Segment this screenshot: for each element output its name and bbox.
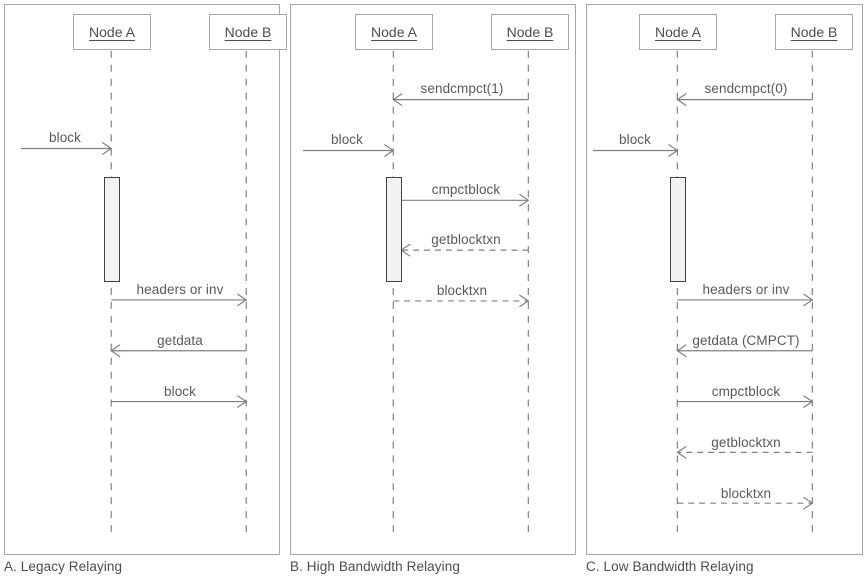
arrowhead-icon bbox=[236, 395, 248, 409]
actor-label: Node A bbox=[89, 24, 135, 40]
message-label: block bbox=[618, 132, 652, 147]
message-label: cmpctblock bbox=[431, 182, 501, 197]
message-arrow bbox=[111, 395, 248, 409]
actor-box-node-a[interactable]: Node A bbox=[639, 14, 717, 50]
actor-box-node-a[interactable]: Node A bbox=[73, 14, 151, 50]
arrowhead-icon bbox=[101, 142, 113, 155]
message-arrow bbox=[20, 142, 113, 155]
message-label: headers or inv bbox=[136, 282, 224, 297]
message-label: sendcmpct(0) bbox=[704, 81, 788, 96]
message-label: block bbox=[330, 132, 364, 147]
message-arrow bbox=[302, 143, 395, 157]
message-label: block bbox=[163, 384, 197, 399]
actor-box-node-b[interactable]: Node B bbox=[775, 14, 853, 50]
arrowhead-icon bbox=[392, 93, 403, 107]
message-label: sendcmpct(1) bbox=[420, 81, 504, 96]
message-arrow bbox=[677, 496, 814, 510]
arrowhead-icon bbox=[519, 193, 530, 207]
message-arrow bbox=[592, 143, 679, 157]
actor-box-node-b[interactable]: Node B bbox=[491, 14, 569, 50]
panel-canvas-a bbox=[20, 50, 248, 537]
message-arrow bbox=[392, 93, 529, 107]
message-arrow bbox=[393, 294, 530, 308]
message-arrow bbox=[111, 293, 248, 307]
message-label: getblocktxn bbox=[711, 435, 781, 450]
actor-label: Node A bbox=[371, 24, 417, 40]
message-label: cmpctblock bbox=[711, 384, 781, 399]
arrowhead-icon bbox=[803, 293, 814, 307]
arrowhead-icon bbox=[676, 344, 687, 358]
actor-label: Node A bbox=[655, 24, 701, 40]
actor-box-node-b[interactable]: Node B bbox=[209, 14, 287, 50]
message-label: getblocktxn bbox=[431, 232, 501, 247]
arrowhead-icon bbox=[803, 496, 814, 510]
arrowhead-icon bbox=[110, 344, 121, 358]
message-label: block bbox=[48, 130, 82, 145]
panel-caption-a: A. Legacy Relaying bbox=[4, 559, 123, 574]
actor-label: Node B bbox=[224, 24, 272, 40]
message-arrow bbox=[677, 395, 814, 409]
message-label: getdata bbox=[157, 333, 203, 348]
message-label: headers or inv bbox=[702, 282, 790, 297]
message-arrow bbox=[401, 193, 530, 207]
actor-label: Node B bbox=[790, 24, 838, 40]
message-arrow bbox=[676, 445, 813, 459]
arrowhead-icon bbox=[519, 294, 530, 308]
actor-box-node-a[interactable]: Node A bbox=[355, 14, 433, 50]
message-label: getdata (CMPCT) bbox=[692, 333, 800, 348]
activation-bar bbox=[386, 177, 402, 282]
arrowhead-icon bbox=[803, 395, 814, 409]
panel-canvas-c bbox=[592, 50, 814, 537]
arrowhead-icon bbox=[676, 93, 687, 107]
activation-bar bbox=[670, 177, 686, 282]
arrowhead-icon bbox=[676, 445, 687, 459]
message-arrow bbox=[676, 93, 813, 107]
arrowhead-icon bbox=[236, 293, 248, 307]
actor-label: Node B bbox=[506, 24, 554, 40]
sequence-panel-a: block headers or inv getdata block Node A Nod… bbox=[4, 4, 287, 555]
sequence-panel-b: sendcmpct(1) block cmpctblock getblocktxn bl… bbox=[290, 4, 576, 555]
panel-caption-b: B. High Bandwidth Relaying bbox=[290, 559, 460, 574]
sequence-panel-c: sendcmpct(0) block headers or inv getdata (… bbox=[586, 4, 863, 555]
arrowhead-icon bbox=[668, 143, 679, 157]
arrowhead-icon bbox=[384, 143, 395, 157]
message-arrow bbox=[110, 344, 247, 358]
message-arrow bbox=[677, 293, 814, 307]
panel-canvas-b bbox=[302, 50, 530, 537]
message-label: blocktxn bbox=[436, 283, 488, 298]
activation-bar bbox=[104, 177, 120, 282]
message-arrow bbox=[676, 344, 813, 358]
message-label: blocktxn bbox=[720, 486, 772, 501]
panel-caption-c: C. Low Bandwidth Relaying bbox=[586, 559, 754, 574]
